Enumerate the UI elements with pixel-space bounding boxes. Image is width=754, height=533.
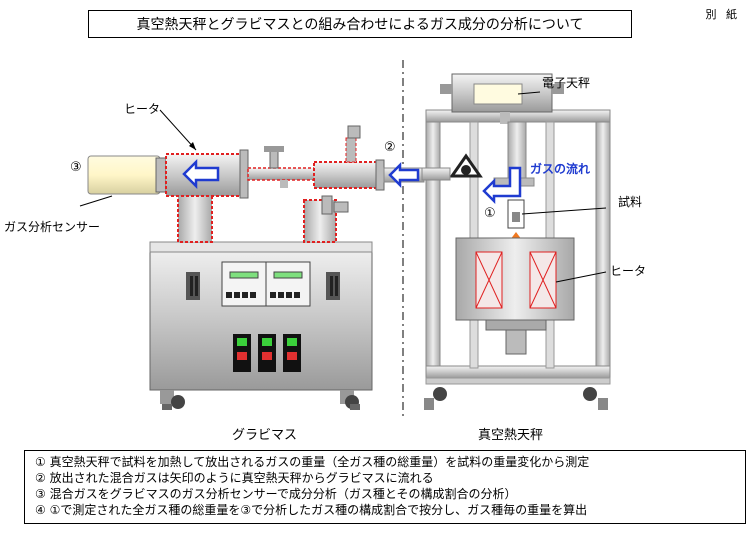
marker-2: ②: [384, 140, 396, 155]
gas-flow-label: ガスの流れ: [530, 162, 591, 176]
balance-label: 電子天秤: [542, 76, 591, 90]
attachment-label: 別 紙: [705, 8, 740, 21]
sample-label: 試料: [618, 195, 643, 209]
sensor-label: ガス分析センサー: [4, 220, 101, 234]
flow-arrow-right: [482, 166, 522, 205]
gas-analysis-sensor: [87, 155, 167, 195]
marker-3: ③: [70, 160, 82, 175]
notes-box: ① 真空熱天秤で試料を加熱して放出されるガスの重量（全ガス種の総重量）を試料の重…: [24, 450, 746, 524]
note-item: ① 真空熱天秤で試料を加熱して放出されるガスの重量（全ガス種の総重量）を試料の重…: [35, 455, 590, 469]
thermal-balance-caption: 真空熱天秤: [478, 428, 544, 443]
flow-arrow-left: [182, 158, 220, 190]
marker-1: ①: [484, 206, 496, 221]
note-item: ④ ①で測定された全ガス種の総重量を③で分析したガス種の構成割合で按分し、ガス種…: [35, 503, 588, 517]
heater-left-label: ヒータ: [124, 102, 161, 116]
page-title: 真空熱天秤とグラビマスとの組み合わせによるガス成分の分析について: [88, 10, 632, 38]
gravimass-cabinet: [149, 241, 373, 410]
note-item: ③ 混合ガスをグラビマスのガス分析センサーで成分分析（ガス種とその構成割合の分析…: [35, 487, 517, 501]
note-item: ② 放出された混合ガスは矢印のように真空熱天秤からグラビマスに流れる: [35, 471, 434, 485]
gravimass-caption: グラビマス: [232, 428, 298, 443]
right-heater-furnace: [455, 237, 575, 355]
flow-arrow-middle: [388, 161, 420, 189]
electronic-balance: [440, 73, 564, 124]
heater-right-label: ヒータ: [610, 264, 647, 278]
